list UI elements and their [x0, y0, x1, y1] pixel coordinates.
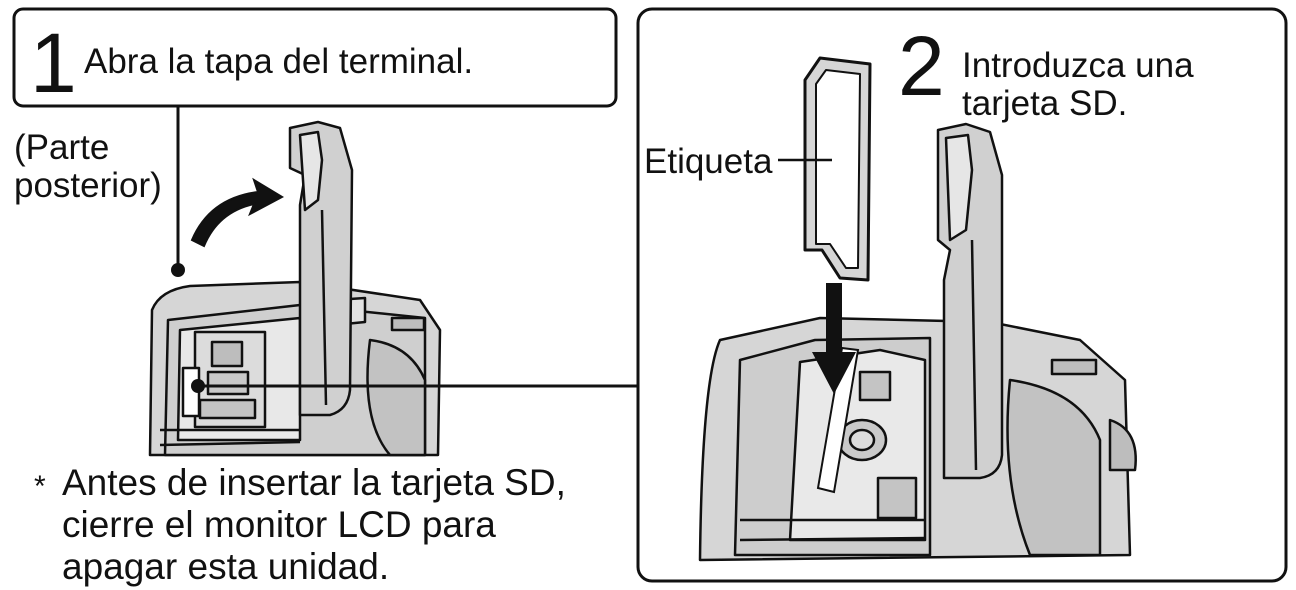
camcorder-rear-left: [148, 280, 442, 457]
step2-number: 2: [898, 19, 945, 113]
step1-instruction: Abra la tapa del terminal.: [84, 42, 474, 81]
step2-instruction-line1: Introduzca una: [962, 46, 1194, 85]
callout-dot-icon: [171, 263, 185, 277]
step1-number: 1: [30, 16, 77, 110]
insert-arrow-icon: [812, 283, 856, 394]
card-label: Etiqueta: [644, 142, 773, 181]
step2-instruction-line2: tarjeta SD.: [962, 84, 1128, 123]
location-label-line2: posterior): [14, 166, 162, 205]
step1-callout-box: [12, 7, 618, 108]
terminal-cover-left: [288, 120, 354, 417]
note-line1: Antes de insertar la tarjeta SD,: [62, 462, 566, 503]
camcorder-rear-right: [698, 316, 1137, 562]
note-line3: apagar esta unidad.: [62, 546, 390, 587]
sd-card-icon: [803, 56, 872, 282]
note-marker: *: [34, 470, 46, 503]
location-label-line1: (Parte: [14, 128, 110, 167]
terminal-cover-right: [936, 122, 1004, 480]
note-line2: cierre el monitor LCD para: [62, 504, 496, 545]
sd-card-slot: [816, 346, 860, 494]
rotate-arrow-icon: [190, 177, 285, 248]
